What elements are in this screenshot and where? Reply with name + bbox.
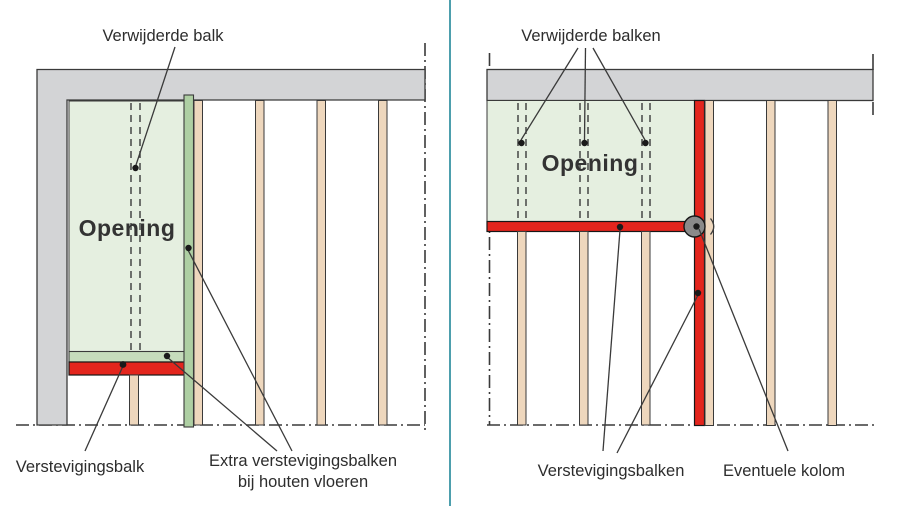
leader-dot <box>694 289 702 297</box>
leader-removed-beam-1 <box>520 47 579 141</box>
stud <box>827 100 837 426</box>
opening-area <box>68 100 186 352</box>
reinforcement-beam-label: Verstevigingsbalk <box>16 458 145 476</box>
leader-reinforcement-beam <box>84 365 124 452</box>
leader-dot <box>518 139 525 147</box>
column-arc-mark <box>709 218 715 235</box>
leader-reinforcement-vertical <box>616 294 699 454</box>
stud <box>378 100 388 426</box>
leader-dot <box>163 352 171 360</box>
stud <box>704 100 714 426</box>
stud-below-beam <box>129 374 139 426</box>
leader-dot <box>119 361 127 368</box>
leader-dot <box>132 164 139 172</box>
leader-optional-column <box>698 228 789 452</box>
removed-beam-label: Verwijderde balk <box>102 27 224 45</box>
leader-dot <box>642 139 649 147</box>
leader-dot <box>185 244 192 252</box>
leader-dot <box>581 139 588 147</box>
extra-reinforcement-label-line2: bij houten vloeren <box>238 473 368 491</box>
opening-area <box>486 100 695 222</box>
panel-divider <box>449 0 451 506</box>
reinforcement-beam-horizontal <box>486 220 696 233</box>
stud-below-beam <box>579 231 589 426</box>
wall-left <box>36 68 426 426</box>
leader-extra-beam <box>187 249 293 452</box>
stud <box>766 100 776 426</box>
leader-removed-beam-2 <box>583 47 587 141</box>
stud-below-beam <box>517 231 527 426</box>
opening-label-left: Opening <box>79 215 176 241</box>
stud-below-beam <box>641 231 651 426</box>
leader-reinforcement-horizontal <box>602 229 621 452</box>
leader-removed-beam-3 <box>592 47 646 141</box>
reinforcement-beams-label: Verstevigingsbalken <box>538 462 685 480</box>
stud <box>316 100 326 426</box>
stud <box>255 100 265 426</box>
extra-reinforcement-label-line1: Extra verstevigingsbalken <box>209 452 397 470</box>
leader-dot <box>616 223 624 231</box>
opening-label-right: Opening <box>542 150 639 176</box>
extra-reinforcement-beam-vertical <box>183 94 195 428</box>
wall-beam-top <box>486 68 874 102</box>
leader-dot <box>693 223 700 230</box>
right-panel: Verwijderde balken Opening Verstevigings… <box>486 27 878 480</box>
reinforcement-beam-vertical <box>693 99 706 427</box>
optional-column-label: Eventuele kolom <box>723 462 845 480</box>
leader-extra-strip <box>166 356 278 452</box>
left-panel: Verwijderde balk Opening Verstevigingsba… <box>16 27 426 491</box>
removed-beams-label: Verwijderde balken <box>521 27 660 45</box>
reinforcement-beam-red <box>68 361 186 376</box>
leader-removed-beam <box>135 46 176 166</box>
